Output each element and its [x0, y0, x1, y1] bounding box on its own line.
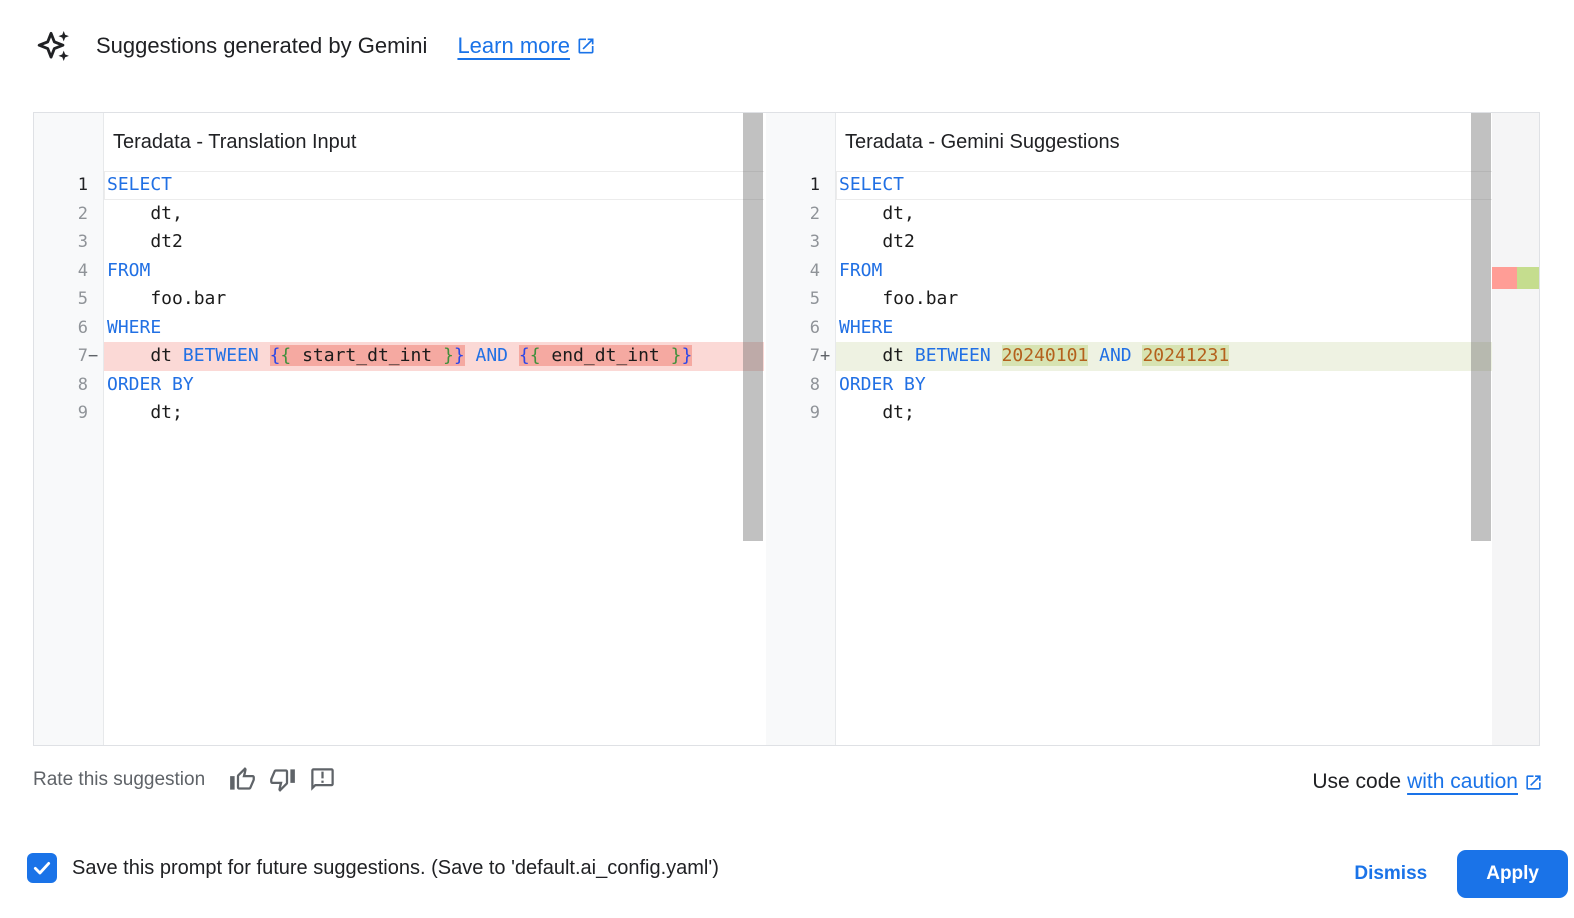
code-line: 3 dt2: [766, 228, 1493, 257]
gemini-sparkle-icon: [37, 30, 69, 62]
external-link-icon: [578, 38, 594, 54]
use-code-text: Use code: [1312, 770, 1402, 793]
code-line: 4 FROM: [766, 257, 1493, 286]
external-link-icon: [1526, 774, 1541, 790]
thumb-up-icon[interactable]: [229, 766, 256, 793]
code-line: 2 dt,: [766, 200, 1493, 229]
code-line: 7+ dt BETWEEN 20240101 AND 20241231: [766, 342, 1493, 371]
code-line: 5 foo.bar: [766, 285, 1493, 314]
checkmark-icon: [33, 862, 51, 875]
learn-more-link[interactable]: Learn more: [457, 33, 596, 59]
code-line-content: foo.bar: [107, 288, 227, 309]
line-number: 3: [77, 232, 88, 253]
line-number: 8: [77, 374, 88, 395]
code-line: 5 foo.bar: [34, 285, 764, 314]
line-number-gutter: [766, 113, 836, 745]
line-number: 6: [809, 317, 820, 338]
code-line: 2 dt,: [34, 200, 764, 229]
dialog-actions: Dismiss Apply: [1338, 850, 1568, 898]
code-line-content: dt2: [839, 231, 915, 252]
line-number: 9: [809, 403, 820, 424]
save-prompt-row: Save this prompt for future suggestions.…: [27, 853, 719, 883]
code-line: 6 WHERE: [766, 314, 1493, 343]
line-number: 7+: [809, 346, 831, 367]
save-prompt-label: Save this prompt for future suggestions.…: [72, 856, 719, 879]
code-line-content: FROM: [839, 259, 883, 281]
code-line-content: ORDER BY: [107, 373, 194, 395]
save-prompt-checkbox[interactable]: [27, 853, 57, 883]
line-number: 1: [809, 175, 820, 196]
suggestions-header: Suggestions generated by Gemini Learn mo…: [36, 27, 596, 65]
code-line-content: foo.bar: [839, 288, 959, 309]
code-line: 8 ORDER BY: [766, 371, 1493, 400]
line-number: 6: [77, 317, 88, 338]
code-line-content: SELECT: [836, 171, 1493, 200]
line-number: 2: [77, 203, 88, 224]
code-line: 9 dt;: [766, 399, 1493, 428]
with-caution-link[interactable]: with caution: [1407, 770, 1518, 793]
code-line: 9 dt;: [34, 399, 764, 428]
code-line: 4 FROM: [34, 257, 764, 286]
rate-suggestion-row: Rate this suggestion: [33, 766, 349, 793]
line-number: 8: [809, 374, 820, 395]
line-number: 5: [809, 289, 820, 310]
line-number: 4: [809, 260, 820, 281]
page-title: Suggestions generated by Gemini: [96, 33, 428, 58]
code-line-content: dt BETWEEN 20240101 AND 20241231: [836, 342, 1493, 371]
thumb-down-icon[interactable]: [269, 766, 296, 793]
code-line-content: dt BETWEEN {{ start_dt_int }} AND {{ end…: [104, 342, 764, 371]
line-number: 4: [77, 260, 88, 281]
rate-label: Rate this suggestion: [33, 768, 206, 790]
code-line-content: dt,: [107, 202, 183, 224]
code-line-content: dt;: [839, 402, 915, 423]
code-line-content: WHERE: [107, 316, 162, 338]
code-line-content: dt;: [107, 402, 183, 423]
line-number: 9: [77, 403, 88, 424]
code-line: 3 dt2: [34, 228, 764, 257]
code-line: 1 SELECT: [766, 171, 1493, 200]
apply-button[interactable]: Apply: [1457, 850, 1568, 898]
left-editor-title: Teradata - Translation Input: [113, 131, 357, 153]
ruler-removed-mark: [1492, 267, 1517, 289]
feedback-icon[interactable]: [309, 766, 336, 793]
code-line: 8 ORDER BY: [34, 371, 764, 400]
code-line-content: WHERE: [839, 316, 894, 338]
code-line-content: dt,: [839, 202, 915, 224]
line-number: 7−: [77, 346, 99, 367]
line-number: 5: [77, 289, 88, 310]
use-code-caution: Use code with caution: [1312, 770, 1543, 794]
code-line-content: FROM: [107, 259, 151, 281]
line-number: 1: [77, 175, 88, 196]
code-line: 6 WHERE: [34, 314, 764, 343]
code-line: 7− dt BETWEEN {{ start_dt_int }} AND {{ …: [34, 342, 764, 371]
line-number-gutter: [34, 113, 104, 745]
code-line-content: dt2: [107, 231, 183, 252]
line-number: 2: [809, 203, 820, 224]
code-line: 1 SELECT: [34, 171, 764, 200]
right-scrollbar-thumb[interactable]: [1471, 113, 1491, 541]
ruler-added-mark: [1517, 267, 1539, 289]
diff-overview-ruler: [1492, 113, 1539, 745]
dismiss-button[interactable]: Dismiss: [1338, 853, 1443, 895]
code-line-content: ORDER BY: [839, 373, 926, 395]
right-editor-title: Teradata - Gemini Suggestions: [845, 131, 1120, 153]
code-line-content: SELECT: [104, 171, 764, 200]
line-number: 3: [809, 232, 820, 253]
left-scrollbar-thumb[interactable]: [743, 113, 763, 541]
